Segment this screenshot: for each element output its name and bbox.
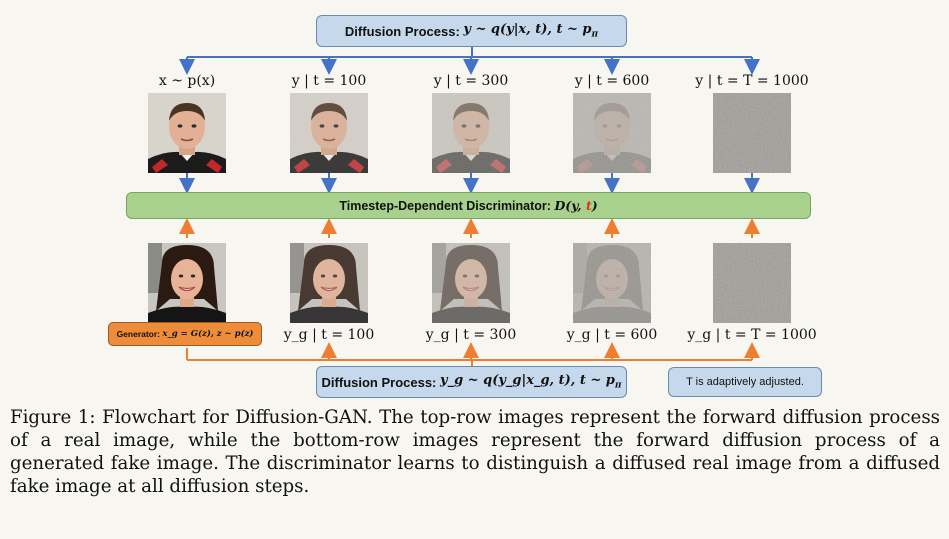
fake-face-noised-t1000 (713, 243, 791, 323)
generator-formula: x_g = G(z), z ~ p(z) (162, 329, 254, 339)
fake-face-noised-t600 (573, 243, 651, 323)
bottom-diffusion-label: Diffusion Process: (321, 374, 437, 390)
real-face-noised-t600 (573, 93, 651, 173)
fake-face-noised-t300 (432, 243, 510, 323)
discriminator-box: Timestep-Dependent Discriminator: D(y, t… (126, 192, 811, 219)
top-label-t300: y | t = 300 (433, 73, 509, 89)
top-diffusion-formula: y ~ q(y|x, t), t ~ pπ (463, 22, 599, 40)
bottom-diffusion-process-box: Diffusion Process: y_g ~ q(y_g|x_g, t), … (316, 366, 627, 398)
real-face-noised-t1000 (713, 93, 791, 173)
figure-caption: Figure 1: Flowchart for Diffusion-GAN. T… (10, 407, 940, 497)
top-to-discriminator-arrows (179, 173, 760, 194)
generator-label: Generator: (116, 329, 161, 339)
bottom-label-t100: y_g | t = 100 (283, 327, 375, 343)
top-label-real: x ~ p(x) (158, 73, 216, 89)
generator-box: Generator: x_g = G(z), z ~ p(z) (108, 322, 262, 346)
fake-face-image (148, 243, 226, 323)
fake-face-noised-t100 (290, 243, 368, 323)
top-diffusion-bracket (179, 47, 760, 75)
discriminator-formula: D(y, t) (554, 198, 598, 213)
bottom-label-t300: y_g | t = 300 (425, 327, 517, 343)
top-label-t600: y | t = 600 (574, 73, 650, 89)
top-label-t1000: y | t = T = 1000 (695, 73, 809, 89)
bottom-to-discriminator-arrows (179, 218, 760, 238)
bottom-label-t600: y_g | t = 600 (566, 327, 658, 343)
top-diffusion-label: Diffusion Process: (344, 23, 460, 39)
real-face-image (148, 93, 226, 173)
bottom-label-t1000: y_g | t = T = 1000 (687, 327, 817, 343)
top-label-t100: y | t = 100 (291, 73, 367, 89)
bottom-diffusion-bracket (186, 342, 760, 368)
discriminator-label: Timestep-Dependent Discriminator: (339, 198, 551, 213)
real-face-noised-t100 (290, 93, 368, 173)
adaptive-t-note: T is adaptively adjusted. (668, 367, 822, 397)
top-diffusion-process-box: Diffusion Process: y ~ q(y|x, t), t ~ pπ (316, 15, 627, 47)
real-face-noised-t300 (432, 93, 510, 173)
bottom-diffusion-formula: y_g ~ q(y_g|x_g, t), t ~ pπ (440, 373, 622, 391)
